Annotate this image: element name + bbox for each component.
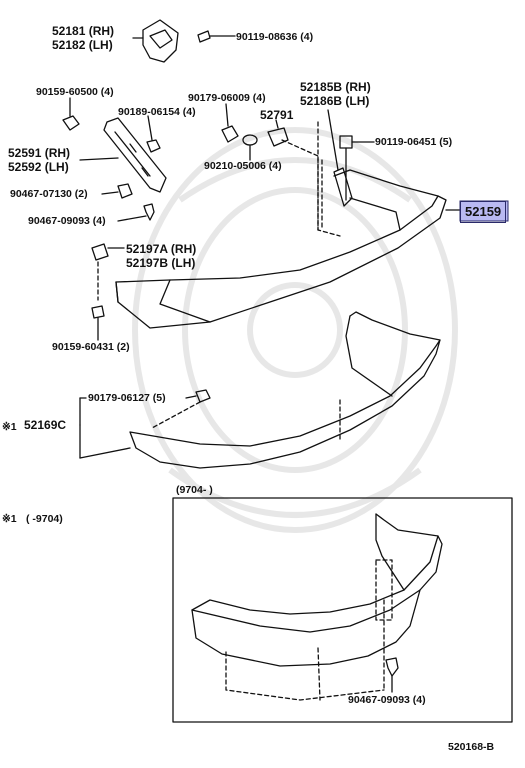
retainer-52591 (79, 117, 167, 193)
label-52197a: 52197A (RH) (126, 242, 197, 256)
clip-90179-06127 (151, 389, 211, 429)
note-date-range: ( -9704) (26, 513, 63, 525)
label-52169c: 52169C (24, 418, 67, 432)
bumper-cover-52169c (79, 311, 441, 469)
label-90210-05006: 90210-05006 (4) (204, 160, 282, 172)
clip-90467-09093-box (385, 657, 399, 693)
note-mark-2: ※1 (2, 513, 17, 525)
diagram-id: 520168-B (448, 741, 495, 753)
watermark-emblem (132, 127, 458, 533)
label-52185b: 52185B (RH) (300, 80, 371, 94)
washer-90210-05006 (242, 134, 258, 161)
bracket-52185b (327, 109, 353, 207)
label-52197b: 52197B (LH) (126, 256, 196, 270)
label-52592: 52592 (LH) (8, 160, 69, 174)
label-90467-07130: 90467-07130 (2) (10, 188, 88, 200)
label-90467-09093-box: 90467-09093 (4) (348, 694, 426, 706)
retainer-90179-06009 (221, 103, 239, 143)
note-mark-1: ※1 (2, 421, 17, 433)
stopper-52791 (267, 119, 289, 147)
retainer-52197a (91, 243, 125, 301)
bolt-90159-60431 (91, 305, 105, 341)
label-90159-60500: 90159-60500 (4) (36, 86, 114, 98)
label-52186b: 52186B (LH) (300, 94, 370, 108)
label-90179-06009: 90179-06009 (4) (188, 92, 266, 104)
reinforcement-52159 (115, 169, 461, 329)
clip-90467-09093 (117, 203, 155, 222)
callout-52159[interactable]: 52159 (460, 201, 507, 223)
label-90119-08636: 90119-08636 (4) (236, 31, 314, 43)
inset-box (172, 497, 513, 723)
nut-90189-06154 (146, 115, 161, 153)
label-90119-06451: 90119-06451 (5) (375, 136, 453, 148)
label-52182: 52182 (LH) (52, 38, 113, 52)
box-date-range: (9704- ) (176, 484, 213, 496)
label-90159-60431: 90159-60431 (2) (52, 341, 130, 353)
label-52181: 52181 (RH) (52, 24, 115, 38)
label-52591: 52591 (RH) (8, 146, 71, 160)
screw-90119-08636 (197, 30, 236, 43)
bolt-90119-06451 (339, 135, 375, 201)
bolt-90159-60500 (62, 97, 80, 131)
bracket-52181 (132, 19, 179, 63)
label-52791: 52791 (260, 108, 294, 122)
label-90189-06154: 90189-06154 (4) (118, 106, 196, 118)
label-90179-06127: 90179-06127 (5) (88, 392, 166, 404)
label-90467-09093: 90467-09093 (4) (28, 215, 106, 227)
bumper-cover-9704 (191, 513, 443, 701)
clip-90467-07130 (101, 183, 133, 199)
